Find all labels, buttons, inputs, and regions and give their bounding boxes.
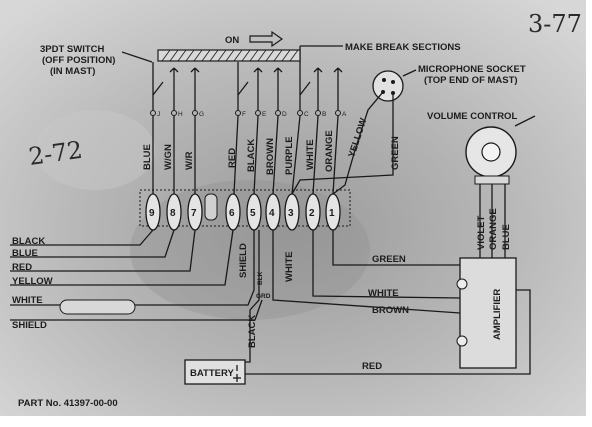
wire-label-blue: BLUE: [142, 144, 153, 170]
contact-label-c: C: [304, 111, 309, 118]
lower-label-black: BLACK: [247, 315, 258, 348]
brown-wire: [272, 230, 461, 314]
battery-box: [184, 359, 246, 385]
wire-label-white: WHITE: [305, 139, 316, 170]
cable-label-shield: SHIELD: [12, 320, 47, 331]
volume-wire-blue: BLUE: [501, 224, 512, 250]
mic-socket-label-line1: MICROPHONE SOCKET: [418, 64, 526, 75]
on-arrow-icon: [249, 30, 284, 48]
cable-label-white: WHITE: [12, 295, 43, 306]
microphone-socket-icon: [372, 70, 404, 102]
volume-wire-orange: ORANGE: [488, 208, 499, 250]
wire-label-w-gn: W/GN: [163, 144, 174, 170]
red-wire: [245, 289, 531, 375]
amplifier-label: AMPLIFIER: [492, 289, 503, 340]
volume-lugs: [474, 175, 510, 185]
amplifier-box: [459, 257, 517, 369]
contact-label-f: F: [242, 111, 246, 118]
contact-label-a: A: [342, 111, 347, 118]
cable-label-blue: BLUE: [12, 248, 38, 259]
contact-label-b: B: [322, 111, 326, 118]
mic-socket-leader: [402, 69, 417, 77]
part-number: PART No. 41397-00-00: [18, 398, 118, 409]
cable-label-black: BLACK: [12, 236, 45, 247]
switch-to-terminal-wires: [152, 91, 394, 195]
volume-shaft-icon: [481, 142, 501, 162]
terminal-1: 1: [329, 208, 335, 219]
terminal-8: 8: [170, 208, 176, 219]
paper-stain: [35, 110, 155, 190]
lower-label-grd: GRD: [256, 293, 271, 300]
switch-bar-hatch: [161, 49, 299, 62]
switch-label-line2: (OFF POSITION): [42, 55, 115, 66]
volume-wire-violet: VIOLET: [476, 215, 487, 250]
terminal-9: 9: [149, 208, 155, 219]
terminal-4: 4: [269, 208, 275, 219]
amp-wire-label-brown: BROWN: [372, 305, 409, 316]
wire-label-w-r: W/R: [184, 151, 195, 170]
wiring-diagram: 3-77 2-72 3PDT SWITCH (OFF POSITION) (IN…: [0, 0, 586, 416]
socket-pin-icon: [391, 80, 395, 84]
amp-wire-label-red: RED: [362, 361, 382, 372]
contact-label-e: E: [262, 111, 267, 118]
terminal-7: 7: [191, 208, 197, 219]
switch-bar: [157, 49, 301, 62]
switch-contacts: [150, 62, 343, 116]
lower-label-white: WHITE: [284, 251, 295, 282]
terminal-5: 5: [250, 208, 256, 219]
amplifier-terminal-icon: [456, 278, 468, 290]
volume-control-label: VOLUME CONTROL: [427, 111, 517, 122]
contact-label-h: H: [178, 111, 183, 118]
cable-sleeve: [59, 299, 136, 315]
cable-label-yellow: YELLOW: [12, 276, 53, 287]
terminal-3: 3: [288, 208, 294, 219]
contact-label-j: J: [157, 111, 160, 118]
cable-label-red: RED: [12, 262, 32, 273]
terminal-lugs: [145, 193, 341, 231]
contact-label-g: G: [199, 111, 204, 118]
terminal-2: 2: [309, 208, 315, 219]
lower-label-blk: BLK: [257, 271, 264, 285]
wire-label-brown: BROWN: [265, 138, 276, 175]
wire-label-black: BLACK: [246, 139, 257, 172]
mic-socket-label-line2: (TOP END OF MAST): [424, 75, 518, 86]
contact-label-d: D: [282, 111, 287, 118]
terminal-strip: [139, 189, 351, 227]
amplifier-terminal-icon: [456, 335, 468, 347]
volume-leader: [514, 115, 536, 127]
terminal-6: 6: [229, 208, 235, 219]
wire-label-green: GREEN: [390, 136, 401, 170]
ground-wire: [249, 230, 260, 352]
wire-label-orange: ORANGE: [324, 130, 335, 172]
green-wire: [332, 230, 460, 266]
battery-label: BATTERY: [190, 368, 234, 379]
socket-pin-icon: [382, 78, 386, 82]
on-label: ON: [225, 35, 239, 46]
wire-label-purple: PURPLE: [284, 136, 295, 175]
amp-wire-label-green: GREEN: [372, 254, 406, 265]
white-wire: [312, 230, 461, 299]
wire-label-red: RED: [227, 148, 238, 168]
make-break-label: MAKE BREAK SECTIONS: [345, 42, 461, 53]
battery-neg-wire: [245, 352, 251, 363]
cable-bundle: [10, 229, 263, 321]
switch-leader: [121, 51, 153, 63]
page-number: 3-77: [528, 10, 582, 38]
switch-label-line1: 3PDT SWITCH: [40, 44, 105, 55]
wiring-diagram-svg: 3-77 2-72 3PDT SWITCH (OFF POSITION) (IN…: [0, 0, 586, 416]
switch-label-line3: (IN MAST): [50, 66, 95, 77]
lower-label-shield: SHIELD: [238, 243, 249, 278]
amp-wire-label-white: WHITE: [368, 288, 399, 299]
